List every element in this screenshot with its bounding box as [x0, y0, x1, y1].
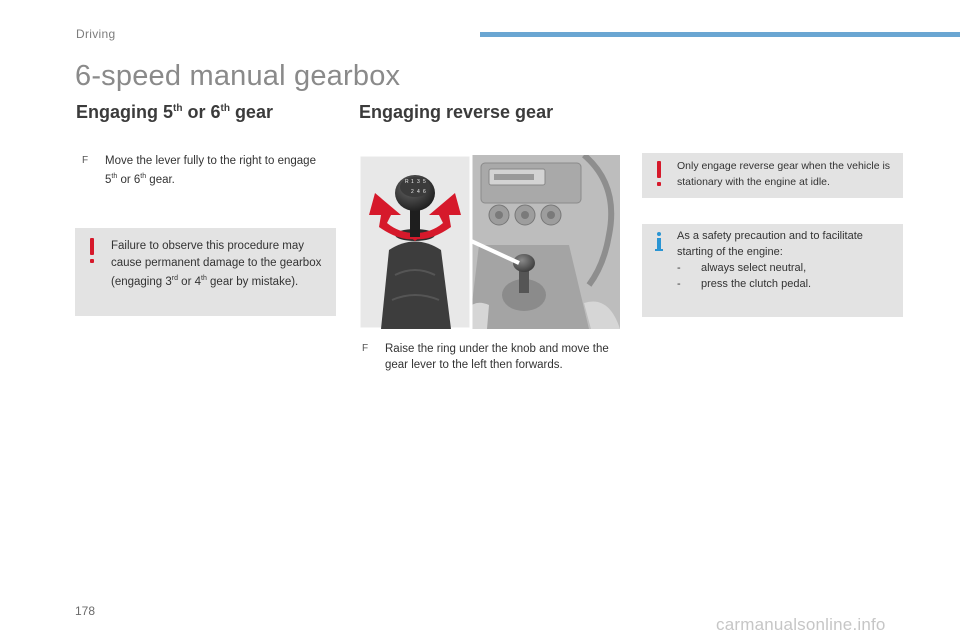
info-icon	[655, 232, 665, 252]
section-label: Driving	[76, 27, 116, 41]
info-bullet: -always select neutral,	[677, 262, 807, 274]
reverse-gear-illustration: R 1 3 5 2 4 6	[359, 155, 620, 329]
warning-box-gear-damage: Failure to observe this procedure may ca…	[75, 228, 336, 316]
watermark: carmanualsonline.info	[716, 615, 886, 634]
knob-label-5: 5	[423, 179, 426, 185]
info-bullet: -press the clutch pedal.	[677, 278, 812, 290]
section-accent-bar	[480, 32, 960, 37]
step-text: Move the lever fully to the right to eng…	[105, 155, 316, 186]
heading-engaging-5th-6th: Engaging 5th or 6th gear	[76, 102, 273, 122]
warning-text: Only engage reverse gear when the vehicl…	[677, 160, 891, 188]
info-intro: As a safety precaution and to facilitate…	[677, 230, 863, 258]
info-text: As a safety precaution and to facilitate…	[677, 228, 899, 292]
step-bullet-icon: F	[362, 343, 369, 354]
step-bullet-icon: F	[82, 155, 89, 166]
heading-engaging-reverse: Engaging reverse gear	[359, 102, 554, 122]
exclamation-icon	[654, 161, 664, 187]
warning-box-reverse: Only engage reverse gear when the vehicl…	[642, 153, 903, 198]
knob-label-1: 1	[411, 179, 414, 185]
exclamation-icon	[87, 238, 97, 264]
step-raise-ring: F Raise the ring under the knob and move…	[362, 341, 622, 373]
warning-text: Failure to observe this procedure may ca…	[111, 240, 322, 288]
knob-label-2: 2	[411, 189, 414, 195]
knob-label-4: 4	[417, 189, 420, 195]
step-text: Raise the ring under the knob and move t…	[385, 343, 609, 371]
page-title: 6-speed manual gearbox	[75, 60, 401, 92]
knob-label-6: 6	[423, 189, 426, 195]
page-number: 178	[75, 604, 96, 618]
info-box-safety: As a safety precaution and to facilitate…	[642, 224, 903, 317]
knob-label-r: R	[405, 179, 409, 185]
knob-label-3: 3	[417, 179, 420, 185]
step-move-lever-right: F Move the lever fully to the right to e…	[82, 153, 322, 188]
